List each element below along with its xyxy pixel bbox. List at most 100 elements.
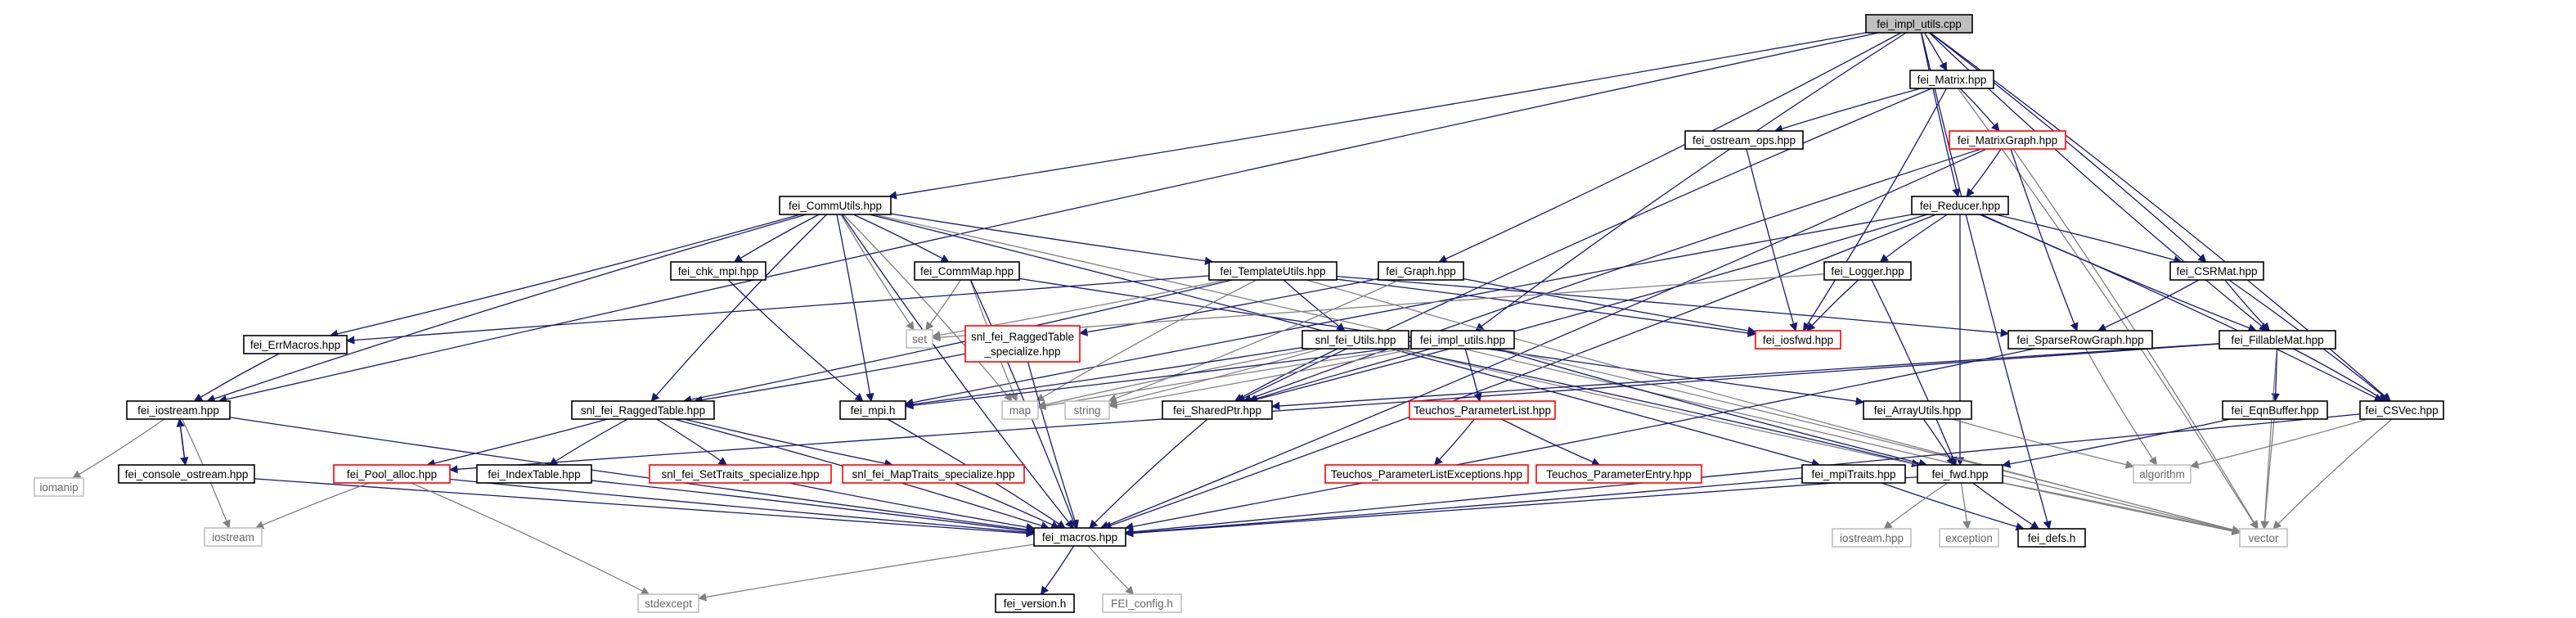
edge-Graph-to-iosfwd — [1463, 277, 1757, 336]
node-RaggedSpec[interactable]: snl_fei_RaggedTable_specialize.hpp — [964, 325, 1081, 363]
node-label-SparseRowGraph: fei_SparseRowGraph.hpp — [2016, 334, 2143, 346]
edge-root-to-CSRMat — [1929, 32, 2207, 263]
edge-root-to-CommUtils — [888, 32, 1867, 200]
node-box-vector — [2239, 528, 2288, 548]
node-MatrixGraph[interactable]: fei_MatrixGraph.hpp — [1949, 130, 2066, 150]
node-box-Graph — [1378, 261, 1464, 281]
edge-FillableMat-to-CSVec — [2293, 348, 2387, 402]
node-Reducer[interactable]: fei_Reducer.hpp — [1911, 196, 2009, 215]
edge-Matrix-to-iosfwd — [1802, 88, 1948, 332]
node-box-TemplateUtils — [1208, 261, 1337, 281]
node-box-version — [995, 593, 1075, 613]
node-label-ErrMacros: fei_ErrMacros.hpp — [250, 339, 340, 351]
edge-PoolAlloc-to-stdexcept — [411, 482, 650, 595]
node-box-EqnBuffer — [2222, 400, 2328, 420]
edge-MatrixGraph-to-Reducer — [1966, 148, 2002, 197]
node-box-TeuchosPL — [1409, 400, 1556, 420]
edge-MapTraits-to-macros — [954, 482, 1060, 529]
node-PoolAlloc[interactable]: fei_Pool_alloc.hpp — [333, 464, 451, 484]
node-CommUtils[interactable]: fei_CommUtils.hpp — [779, 196, 892, 215]
node-TemplateUtils[interactable]: fei_TemplateUtils.hpp — [1208, 261, 1337, 281]
node-label-set: set — [912, 333, 927, 345]
node-Logger[interactable]: fei_Logger.hpp — [1823, 261, 1912, 281]
edge-macros-to-stdexcept — [697, 544, 1035, 602]
edge-CommUtils-to-TemplateUtils — [890, 213, 1214, 265]
edge-Logger-to-fwd — [1871, 279, 1958, 466]
node-snlUtils[interactable]: snl_fei_Utils.hpp — [1301, 330, 1409, 350]
node-label-mpiTraits: fei_mpiTraits.hpp — [1811, 468, 1895, 480]
edge-ArrayUtils-to-fwd — [1922, 418, 1955, 466]
node-SharedPtr[interactable]: fei_SharedPtr.hpp — [1162, 400, 1273, 420]
node-label-Reducer: fei_Reducer.hpp — [1920, 200, 2000, 212]
edge-TemplateUtils-to-snlUtils — [1283, 279, 1346, 332]
edge-snlUtils-to-fwd — [1396, 348, 1921, 467]
node-SetTraits[interactable]: snl_fei_SetTraits_specialize.hpp — [649, 464, 832, 484]
node-label-RaggedTable: snl_fei_RaggedTable.hpp — [581, 404, 705, 417]
node-mpih[interactable]: fei_mpi.h — [839, 400, 906, 420]
node-box-RaggedSpec — [964, 325, 1081, 363]
node-macros[interactable]: fei_macros.hpp — [1033, 527, 1126, 547]
edge-snlUtils-to-SharedPtr — [1234, 348, 1338, 402]
node-ErrMacros[interactable]: fei_ErrMacros.hpp — [243, 335, 348, 354]
node-RaggedTable[interactable]: snl_fei_RaggedTable.hpp — [571, 400, 715, 420]
node-label-macros: fei_macros.hpp — [1042, 531, 1117, 544]
node-box-SetTraits — [649, 464, 832, 484]
node-IndexTable[interactable]: fei_IndexTable.hpp — [476, 464, 592, 484]
node-CommMap[interactable]: fei_CommMap.hpp — [914, 261, 1020, 281]
node-box-map — [1001, 400, 1039, 420]
header-nodes: fei_impl_utils.cpp fei_Matrix.hpp fei_Comm… — [34, 14, 2444, 613]
node-label-TeuchosPL: Teuchos_ParameterList.hpp — [1414, 404, 1551, 417]
node-label-MapTraits: snl_fei_MapTraits_specialize.hpp — [852, 468, 1014, 480]
node-stdexcept: stdexcept — [637, 593, 699, 613]
node-label-iosfwd: fei_iosfwd.hpp — [1763, 334, 1833, 346]
edge-MatrixGraph-to-SparseRowGraph — [2010, 148, 2079, 332]
edge-Matrix-to-ostream_ops — [1774, 88, 1922, 133]
node-label-implUtilsHpp: fei_impl_utils.hpp — [1420, 334, 1505, 346]
edge-fwd-to-exception — [1960, 482, 1971, 530]
node-box-exception — [1939, 528, 1999, 548]
node-ArrayUtils[interactable]: fei_ArrayUtils.hpp — [1863, 400, 1972, 420]
node-fwd[interactable]: fei_fwd.hpp — [1917, 464, 2003, 484]
node-box-CommUtils — [779, 196, 892, 215]
node-ostream_ops[interactable]: fei_ostream_ops.hpp — [1684, 130, 1804, 150]
node-implUtilsHpp[interactable]: fei_impl_utils.hpp — [1410, 330, 1515, 350]
node-label-TeuchosPLE: Teuchos_ParameterListExceptions.hpp — [1331, 468, 1522, 480]
node-mpiTraits[interactable]: fei_mpiTraits.hpp — [1801, 464, 1906, 484]
node-consoleOstream[interactable]: fei_console_ostream.hpp — [118, 464, 255, 484]
node-TeuchosPE[interactable]: Teuchos_ParameterEntry.hpp — [1535, 464, 1702, 484]
node-map: map — [1001, 400, 1039, 420]
node-label-stdexcept: stdexcept — [645, 598, 692, 610]
node-MapTraits[interactable]: snl_fei_MapTraits_specialize.hpp — [842, 464, 1025, 484]
node-defs[interactable]: fei_defs.h — [2017, 528, 2086, 548]
edge-implUtilsHpp-to-SharedPtr — [1248, 348, 1432, 404]
node-iosfwd[interactable]: fei_iosfwd.hpp — [1755, 330, 1841, 350]
node-TeuchosPLE[interactable]: Teuchos_ParameterListExceptions.hpp — [1324, 464, 1529, 484]
edge-CommUtils-to-CommMap — [852, 214, 950, 263]
edge-CommUtils-to-ErrMacros — [329, 214, 801, 338]
node-iostreamSys[interactable]: fei_iostream.hpp — [126, 400, 231, 420]
node-SparseRowGraph[interactable]: fei_SparseRowGraph.hpp — [2007, 330, 2153, 350]
node-box-stdexcept — [637, 593, 699, 613]
node-label-SharedPtr: fei_SharedPtr.hpp — [1173, 404, 1261, 417]
node-Matrix[interactable]: fei_Matrix.hpp — [1909, 70, 1994, 89]
node-label-CommMap: fei_CommMap.hpp — [920, 265, 1014, 277]
edge-CommUtils-to-map — [843, 214, 1013, 402]
edge-iostreamSys-to-macros — [229, 417, 1036, 535]
node-TeuchosPL[interactable]: Teuchos_ParameterList.hpp — [1409, 400, 1556, 420]
node-box-CommMap — [914, 261, 1020, 281]
edge-FillableMat-to-vector — [2260, 348, 2277, 530]
node-version[interactable]: fei_version.h — [995, 593, 1075, 613]
node-root[interactable]: fei_impl_utils.cpp — [1865, 14, 1973, 34]
node-EqnBuffer[interactable]: fei_EqnBuffer.hpp — [2222, 400, 2328, 420]
node-CSVec[interactable]: fei_CSVec.hpp — [2359, 400, 2444, 420]
edge-RaggedTable-to-PoolAlloc — [426, 418, 608, 467]
node-chk_mpi[interactable]: fei_chk_mpi.hpp — [670, 261, 767, 281]
node-CSRMat[interactable]: fei_CSRMat.hpp — [2169, 261, 2264, 281]
node-Graph[interactable]: fei_Graph.hpp — [1378, 261, 1464, 281]
node-label-RaggedSpec: _specialize.hpp — [983, 345, 1060, 358]
node-box-mpiTraits — [1801, 464, 1906, 484]
node-algorithm: algorithm — [2133, 464, 2192, 484]
node-box-ostream_ops — [1684, 130, 1804, 150]
node-box-iostreamSys — [126, 400, 231, 420]
node-FillableMat[interactable]: fei_FillableMat.hpp — [2219, 330, 2336, 350]
